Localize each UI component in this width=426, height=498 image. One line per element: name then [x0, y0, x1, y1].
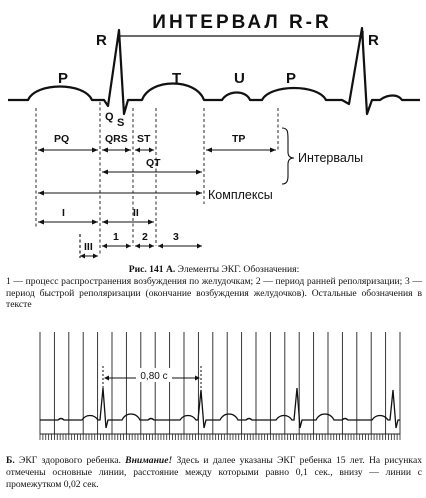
rr-interval-title: ИНТЕРВАЛ R-R	[152, 12, 331, 33]
healthy-child-ecg-strip: 0,80 с	[39, 332, 401, 440]
guide-lines	[35, 102, 279, 256]
caption-a: Рис. 141 А. Элементы ЭКГ. Обозначения: 1…	[6, 264, 422, 311]
caption-b-prefix: Б.	[6, 455, 15, 466]
rr-interval-label: 0,80 с	[140, 371, 167, 382]
rr-arrow-left	[104, 375, 109, 381]
arrow-heads	[38, 147, 276, 259]
phase-label-iii: III	[84, 241, 93, 253]
caption-b: Б. ЭКГ здорового ребенка. Внимание! Здес…	[6, 455, 422, 490]
caption-b-text1: ЭКГ здорового ребенка.	[14, 455, 126, 466]
wave-label-u: U	[234, 70, 245, 87]
ecg-trace	[8, 26, 420, 116]
phase-label-ii: II	[133, 207, 139, 219]
phase-label-i: I	[62, 207, 65, 219]
caption-a-prefix: Рис. 141 А.	[128, 264, 176, 275]
wave-label-s: S	[117, 117, 124, 129]
wave-label-p1: P	[58, 70, 68, 87]
phase-label-2: 2	[142, 231, 148, 243]
phase-label-3: 3	[173, 231, 179, 243]
grid-major-lines	[39, 332, 401, 434]
caption-b-attention: Внимание!	[125, 455, 173, 466]
wave-label-p2: P	[286, 70, 296, 87]
caption-a-body: 1 — процесс распространения возбуждения …	[6, 275, 422, 311]
segment-label-tp: TP	[232, 133, 245, 145]
phase-label-1: 1	[113, 231, 119, 243]
ecg-elements-diagram: ИНТЕРВАЛ R-R R R P T U P Q S	[8, 12, 420, 259]
intervals-brace	[281, 127, 295, 185]
interval-arrows	[38, 149, 276, 258]
wave-label-r-right: R	[368, 32, 379, 49]
caption-b-text2: Здесь и далее указаны ЭКГ ребенка 15 лет…	[6, 455, 422, 490]
rr-arrow-right	[195, 375, 200, 381]
complexes-label: Комплексы	[208, 188, 273, 202]
grid-minor-ticks	[39, 434, 401, 440]
intervals-label: Интервалы	[298, 151, 363, 165]
segment-label-qt: QT	[146, 157, 161, 169]
wave-label-r-left: R	[96, 32, 107, 49]
wave-label-q: Q	[105, 111, 114, 123]
segment-label-pq: PQ	[54, 133, 69, 145]
caption-a-title: Элементы ЭКГ. Обозначения:	[175, 264, 300, 275]
segment-label-qrs: QRS	[105, 133, 128, 145]
ecg-strip-trace	[40, 387, 400, 429]
segment-label-st: ST	[137, 133, 151, 145]
wave-label-t: T	[172, 70, 181, 87]
